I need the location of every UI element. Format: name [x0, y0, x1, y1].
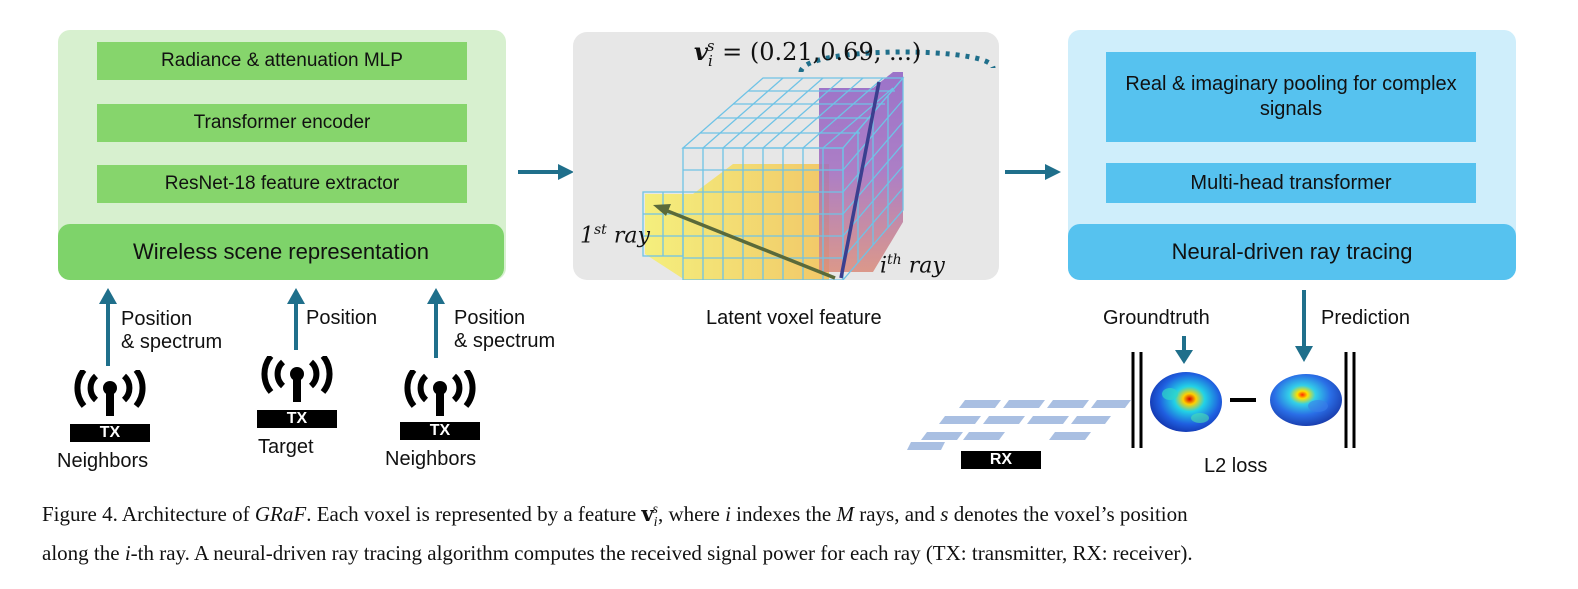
arrow-right-icon: [518, 164, 574, 180]
first-ray-voxels: [645, 164, 829, 280]
antenna-icon: [74, 370, 146, 416]
pooling-box: Real & imaginary pooling for complex sig…: [1106, 52, 1476, 142]
rx-grid-icon: [907, 400, 1131, 450]
resnet-box: ResNet-18 feature extractor: [97, 165, 467, 203]
voxel-grid-illustration: [642, 49, 996, 280]
rx-label: RX: [961, 451, 1041, 469]
arrow-right-icon: [1005, 164, 1061, 180]
arrow-up-icon: [427, 288, 445, 358]
arrow-down-icon: [1175, 336, 1193, 364]
scene-representation-bar: Wireless scene representation: [58, 224, 504, 280]
latent-voxel-caption: Latent voxel feature: [706, 307, 882, 329]
multihead-transformer-box: Multi-head transformer: [1106, 163, 1476, 203]
antenna-icon: [404, 370, 476, 416]
ith-ray-label: ith ray: [880, 252, 945, 279]
heatmap-icon: [1150, 372, 1222, 432]
heatmap-icon: [1270, 374, 1342, 426]
groundtruth-label: Groundtruth: [1103, 307, 1210, 329]
tx-label: TX: [70, 424, 150, 442]
tx-label: TX: [257, 410, 337, 428]
tx-label: TX: [400, 422, 480, 440]
ith-ray-line: [839, 81, 881, 279]
arrow-left-icon: [653, 204, 671, 216]
ray-tracing-bar: Neural-driven ray tracing: [1068, 224, 1516, 280]
first-ray-label: 1st ray: [580, 222, 650, 249]
voxel-grid: [642, 76, 905, 280]
antenna-icon: [261, 356, 333, 402]
voxel-feature-formula: vis = (0.21,0.69, ...): [694, 37, 922, 70]
first-ray-line: [664, 208, 836, 280]
input-label-left: Position& spectrum: [121, 308, 223, 353]
target-label: Target: [258, 436, 314, 458]
neighbors-label: Neighbors: [385, 448, 477, 470]
neighbors-label: Neighbors: [57, 450, 149, 472]
input-label-right: Position& spectrum: [454, 307, 556, 352]
prediction-label: Prediction: [1321, 307, 1410, 329]
dotted-arc: [798, 49, 996, 74]
arrow-down-icon: [1295, 290, 1313, 362]
l2-loss-label: L2 loss: [1204, 455, 1268, 477]
input-label-target: Position: [306, 307, 378, 329]
transformer-encoder-box: Transformer encoder: [97, 104, 467, 142]
arrow-up-icon: [287, 288, 305, 350]
mlp-box: Radiance & attenuation MLP: [97, 42, 467, 80]
l2-norm-brackets: [1131, 352, 1356, 448]
arrow-up-icon: [99, 288, 117, 366]
figure-caption: Figure 4. Architecture of GRaF. Each vox…: [42, 501, 1193, 566]
